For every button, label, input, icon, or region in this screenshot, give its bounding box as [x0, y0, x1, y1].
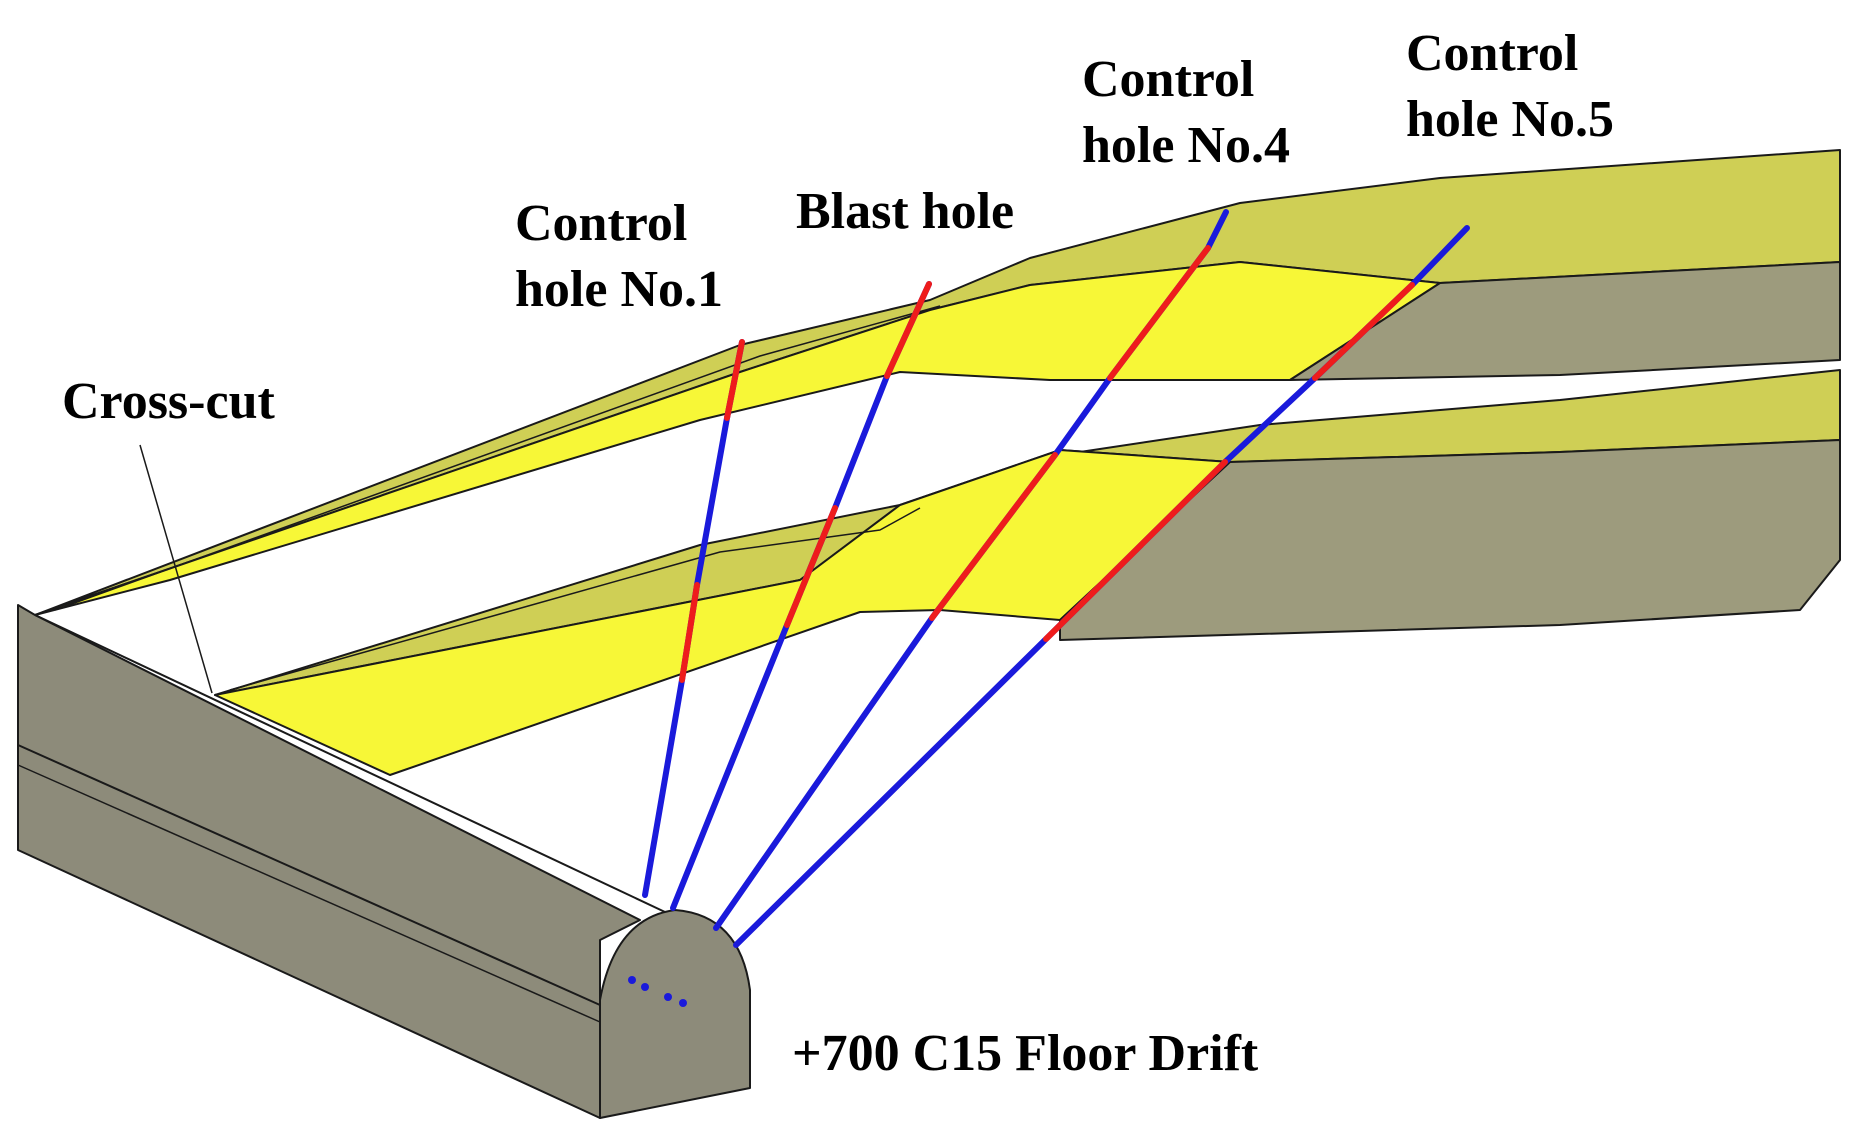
control-hole-5-coal-segment-2: [1312, 282, 1415, 381]
blast-hole-coal-segment-2: [884, 281, 932, 379]
control-hole-4-coal-segment-1: [929, 452, 1058, 621]
floor-drift-label: +700 C15 Floor Drift: [792, 1025, 1259, 1082]
control-hole-5-coal-segment-1: [1043, 459, 1228, 642]
blast-hole-label: Blast hole: [796, 183, 1014, 240]
control-hole-4-label-line1: Control: [1082, 51, 1254, 108]
control-hole-4: [713, 209, 1229, 931]
blast-hole-coal-segment-1: [784, 505, 838, 628]
cross-cut-leader: [139, 444, 213, 694]
control-hole-4-coal-segment-2: [1107, 245, 1211, 381]
cross-cut-label: Cross-cut: [62, 373, 275, 430]
control-hole-4-label: Control hole No.4: [1082, 51, 1290, 174]
lower-coal-seam: [214, 369, 1841, 776]
floor-drift: [17, 604, 751, 1119]
control-hole-1: [642, 339, 745, 898]
control-hole-1-label-line2: hole No.1: [515, 261, 723, 318]
control-hole-5-line: [733, 225, 1470, 948]
blast-hole: [670, 281, 932, 911]
control-hole-4-line: [713, 209, 1229, 931]
control-hole-4-label-line2: hole No.4: [1082, 117, 1290, 174]
control-hole-1-label-line1: Control: [515, 195, 687, 252]
control-hole-1-coal-segment-1: [679, 582, 700, 683]
control-hole-1-coal-segment-2: [724, 339, 745, 421]
control-hole-1-label: Control hole No.1: [515, 195, 723, 318]
control-hole-5-label-line1: Control: [1406, 25, 1578, 82]
control-hole-5: [733, 225, 1470, 948]
drift-end-face: [599, 909, 751, 1119]
control-hole-5-label-line2: hole No.5: [1406, 91, 1614, 148]
drill-holes: [642, 209, 1470, 948]
control-hole-5-label: Control hole No.5: [1406, 25, 1614, 148]
upper-seam-rock-face: [1289, 261, 1841, 381]
